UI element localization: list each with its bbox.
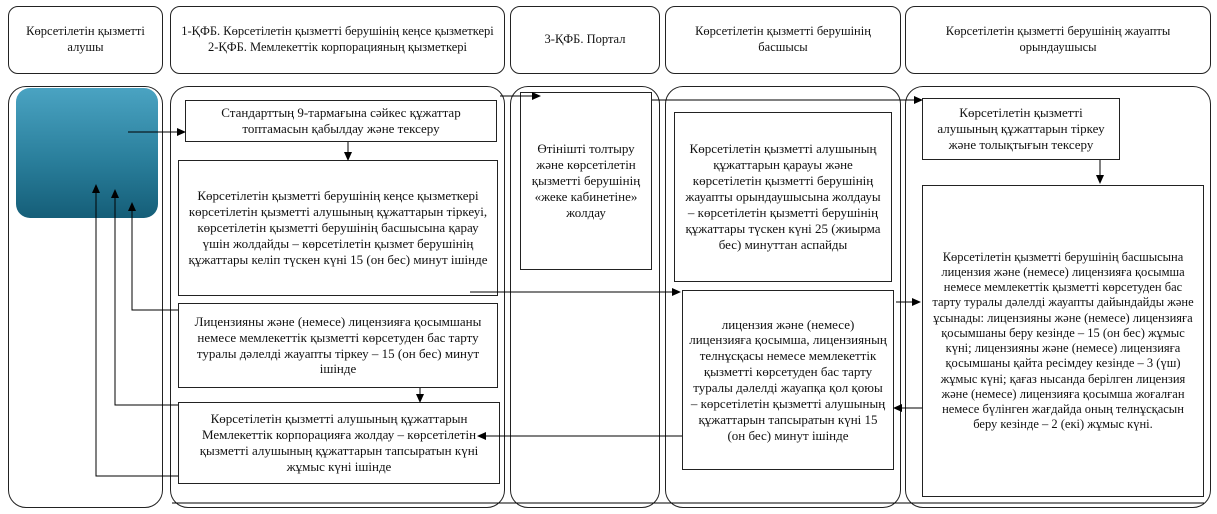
- header-responsible-executor: Көрсетілетін қызметті берушінің жауапты …: [905, 6, 1211, 74]
- header-office-clerk: 1-ҚФБ. Көрсетілетін қызметті берушінің к…: [170, 6, 505, 74]
- box-send-to-corporation: Көрсетілетін қызметті алушының құжаттары…: [178, 402, 500, 484]
- header-head-of-provider: Көрсетілетін қызметті берушінің басшысы: [665, 6, 901, 74]
- box-register-documents: Көрсетілетін қызметті берушінің кеңсе қы…: [178, 160, 498, 296]
- start-node: [16, 88, 158, 218]
- header-portal: 3-ҚФБ. Портал: [510, 6, 660, 74]
- box-executor-prepare: Көрсетілетін қызметті берушінің басшысын…: [922, 185, 1204, 497]
- box-head-sign: лицензия және (немесе) лицензияға қосымш…: [682, 290, 894, 470]
- box-register-response: Лицензияны және (немесе) лицензияға қосы…: [178, 303, 498, 388]
- box-portal-fill: Өтінішті толтыру және көрсетілетін қызме…: [520, 92, 652, 270]
- box-executor-register: Көрсетілетін қызметті алушының құжаттары…: [922, 98, 1120, 160]
- header-service-recipient: Көрсетілетін қызметті алушы: [8, 6, 163, 74]
- box-head-review: Көрсетілетін қызметті алушының құжаттары…: [674, 112, 892, 282]
- box-accept-documents: Стандарттың 9-тармағына сәйкес құжаттар …: [185, 100, 497, 142]
